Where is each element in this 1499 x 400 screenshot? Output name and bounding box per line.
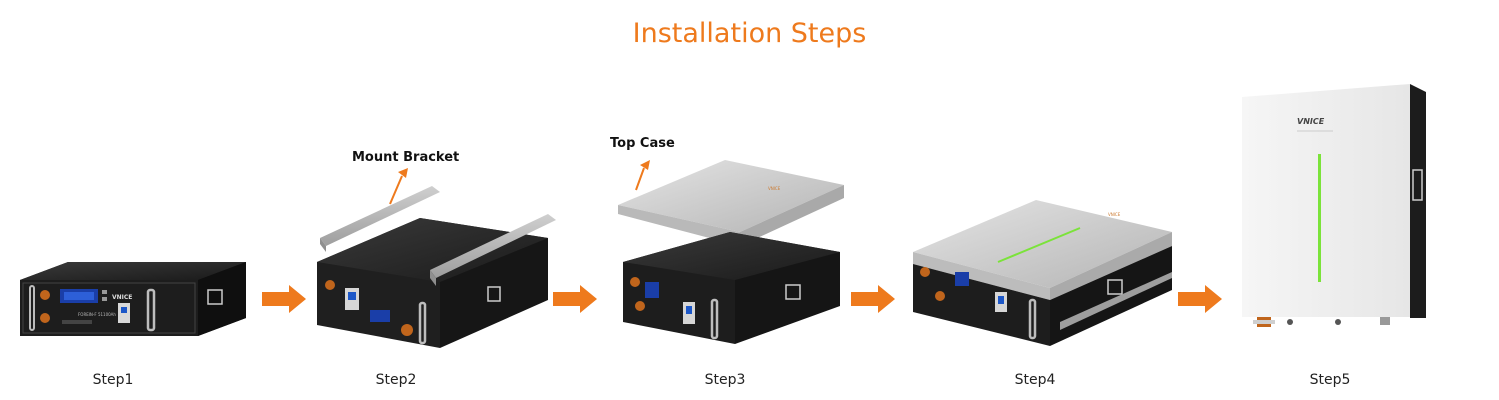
top-case-label: Top Case xyxy=(610,136,675,151)
step5-battery-image: VNICE xyxy=(1242,84,1426,327)
svg-text:VNICE: VNICE xyxy=(768,186,781,191)
step-label: Step3 xyxy=(665,372,785,388)
step1-battery-image: VNICE FOREIN-F 51100Ah xyxy=(20,262,246,336)
step-label: Step5 xyxy=(1270,372,1390,388)
arrow-up-icon xyxy=(636,168,644,190)
step-label: Step2 xyxy=(336,372,456,388)
arrow-right-icon xyxy=(553,285,597,313)
arrow-right-icon xyxy=(1178,285,1222,313)
arrow-right-icon xyxy=(262,285,306,313)
arrow-up-icon xyxy=(390,176,402,204)
svg-text:VNICE: VNICE xyxy=(1297,117,1325,126)
svg-text:VNICE: VNICE xyxy=(1108,212,1121,217)
step4-battery-image: VNICE xyxy=(913,200,1172,346)
step3-battery-image: VNICE xyxy=(618,160,844,344)
mount-bracket-label: Mount Bracket xyxy=(352,150,459,165)
step-label: Step4 xyxy=(975,372,1095,388)
arrow-right-icon xyxy=(851,285,895,313)
svg-text:VNICE: VNICE xyxy=(112,294,132,301)
step2-battery-image xyxy=(317,186,556,348)
step-label: Step1 xyxy=(53,372,173,388)
svg-text:FOREIN-F 51100Ah: FOREIN-F 51100Ah xyxy=(78,312,116,317)
